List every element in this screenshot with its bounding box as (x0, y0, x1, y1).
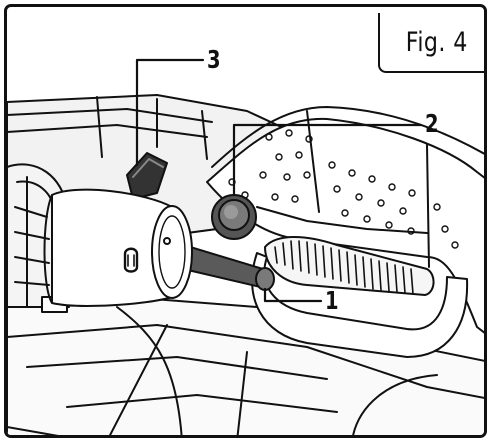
callout-3: 3 (207, 45, 221, 74)
tool-illustration (7, 58, 484, 435)
callout-line-3 (135, 58, 205, 167)
callout-2: 2 (425, 109, 439, 138)
callout-line-1 (263, 287, 323, 303)
callout-lines (135, 58, 423, 303)
cylinder-housing (43, 188, 193, 307)
figure-label-box: Fig. 4 (378, 13, 484, 73)
figure-label: Fig. 4 (405, 26, 468, 58)
trigger (264, 236, 435, 296)
handle-grip (206, 106, 484, 334)
callout-line-2 (232, 123, 423, 197)
figure-frame: Fig. 4 3 2 1 (4, 4, 487, 438)
handle-loop (251, 252, 469, 358)
round-button (211, 194, 257, 240)
callout-1: 1 (325, 286, 339, 315)
